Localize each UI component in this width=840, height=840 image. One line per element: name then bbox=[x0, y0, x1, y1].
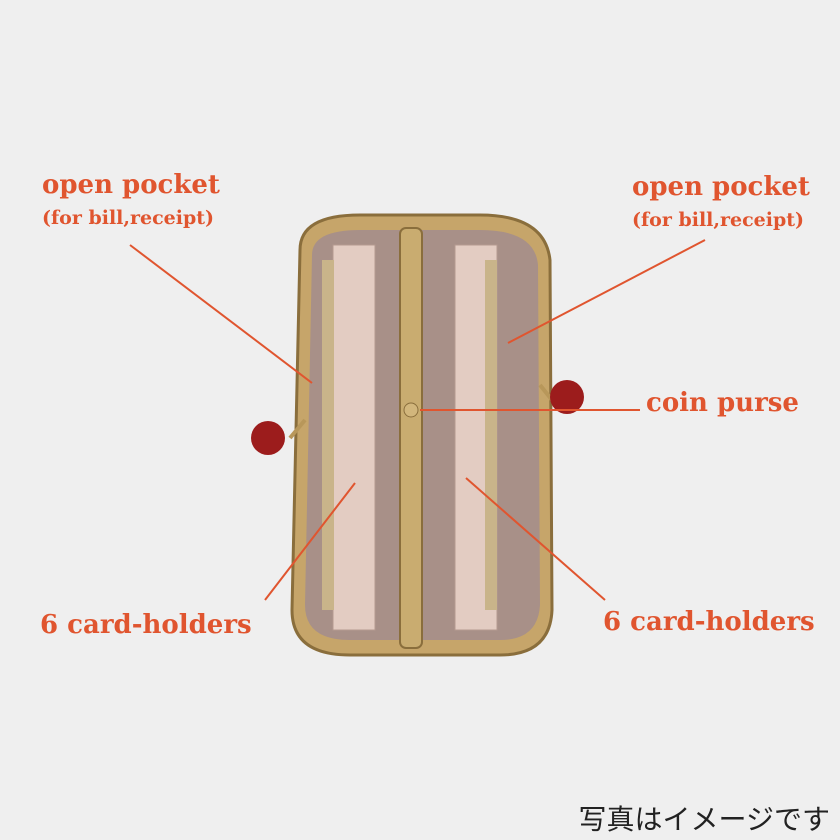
pointer-cards-right bbox=[465, 477, 606, 601]
bills-left bbox=[322, 260, 334, 610]
label-coin-purse: coin purse bbox=[646, 388, 799, 418]
coin-purse-frame bbox=[399, 227, 423, 649]
cards-left bbox=[332, 244, 376, 631]
pointer-cards-left bbox=[264, 482, 356, 601]
clasp-bead-left bbox=[251, 421, 285, 455]
label-card-holders-right: 6 card-holders bbox=[603, 607, 815, 637]
wallet bbox=[251, 213, 584, 657]
label-card-holders-left: 6 card-holders bbox=[40, 610, 252, 640]
bills-right bbox=[485, 260, 497, 610]
pointer-lines bbox=[129, 239, 706, 601]
label-open-pocket-right: open pocket bbox=[632, 172, 810, 202]
pointer-open-pocket-left bbox=[129, 244, 313, 384]
pointer-open-pocket-right bbox=[507, 239, 706, 344]
image-disclaimer-caption: 写真はイメージです bbox=[578, 803, 830, 836]
clasp-bead-right bbox=[550, 380, 584, 414]
label-open-pocket-right-sub: (for bill,receipt) bbox=[632, 209, 805, 231]
label-open-pocket-left: open pocket bbox=[42, 170, 220, 200]
coin-purse-clasp bbox=[403, 402, 419, 418]
label-open-pocket-left-sub: (for bill,receipt) bbox=[42, 207, 215, 229]
